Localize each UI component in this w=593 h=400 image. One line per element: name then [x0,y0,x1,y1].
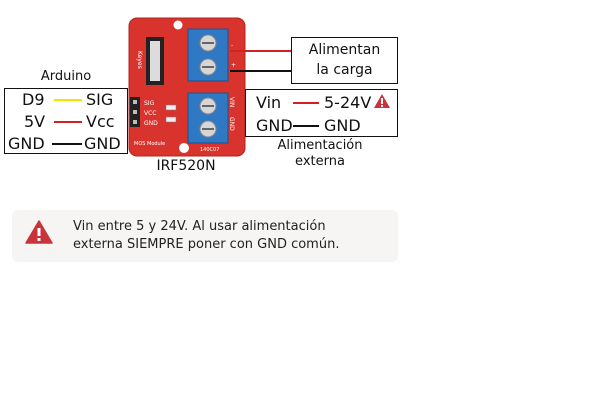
ext-vin: Vin [256,93,282,112]
arduino-pin-sig: SIG [86,90,114,109]
silk-vin: VIN [228,97,235,107]
mount-hole-bottom [179,143,189,153]
arduino-pin-gnd-module: GND [84,134,121,153]
external-caption: Alimentación externa [262,138,378,170]
silk-code: 140C07 [200,147,219,153]
arduino-pin-5v: 5V [24,112,46,131]
board-name: IRF520N [156,158,216,174]
load-box: Alimentan la carga [291,37,398,84]
load-line-2: la carga [316,62,373,78]
warning-note-text: Vin entre 5 y 24V. Al usar alimentación … [73,218,393,254]
silk-gnd: GND [228,117,235,131]
external-caption-line-1: Alimentación [277,138,363,153]
mosfet-tab [150,41,160,81]
wire-vin [293,102,319,104]
silk-brand: Keyes [136,51,143,69]
irf520n-module: Keyes - + VIN GND SIG VCC GND MOS Module… [128,17,246,157]
ext-gnd: GND [256,116,293,135]
external-supply-box [245,89,398,137]
wire-sig [54,99,82,101]
external-caption-line-2: externa [295,154,345,169]
wire-vcc [54,121,82,123]
warning-triangle-icon [374,94,390,108]
warning-note [12,210,398,262]
wire-ext-gnd [293,125,319,127]
silk-vcc: VCC [144,110,156,117]
wire-load-negative [230,70,292,72]
silk-gnd-pin: GND [144,120,158,127]
wire-gnd [52,143,82,145]
arduino-pin-d9: D9 [22,90,45,109]
note-line-2: externa SIEMPRE poner con GND común. [73,237,340,252]
silk-sig: SIG [144,100,155,107]
arduino-title: Arduino [40,69,92,84]
mount-hole-top [173,20,183,30]
load-line-1: Alimentan [308,42,381,58]
svg-text:-: - [231,42,233,49]
ext-gnd-module: GND [324,116,361,135]
svg-text:+: + [231,62,236,69]
silk-module: MOS Module [134,141,165,147]
arduino-pin-vcc: Vcc [86,112,115,131]
warning-triangle-icon [25,220,53,244]
wire-load-positive [230,50,292,52]
arduino-pin-gnd: GND [8,134,45,153]
note-line-1: Vin entre 5 y 24V. Al usar alimentación [73,219,326,234]
ext-voltage: 5-24V [324,93,372,112]
